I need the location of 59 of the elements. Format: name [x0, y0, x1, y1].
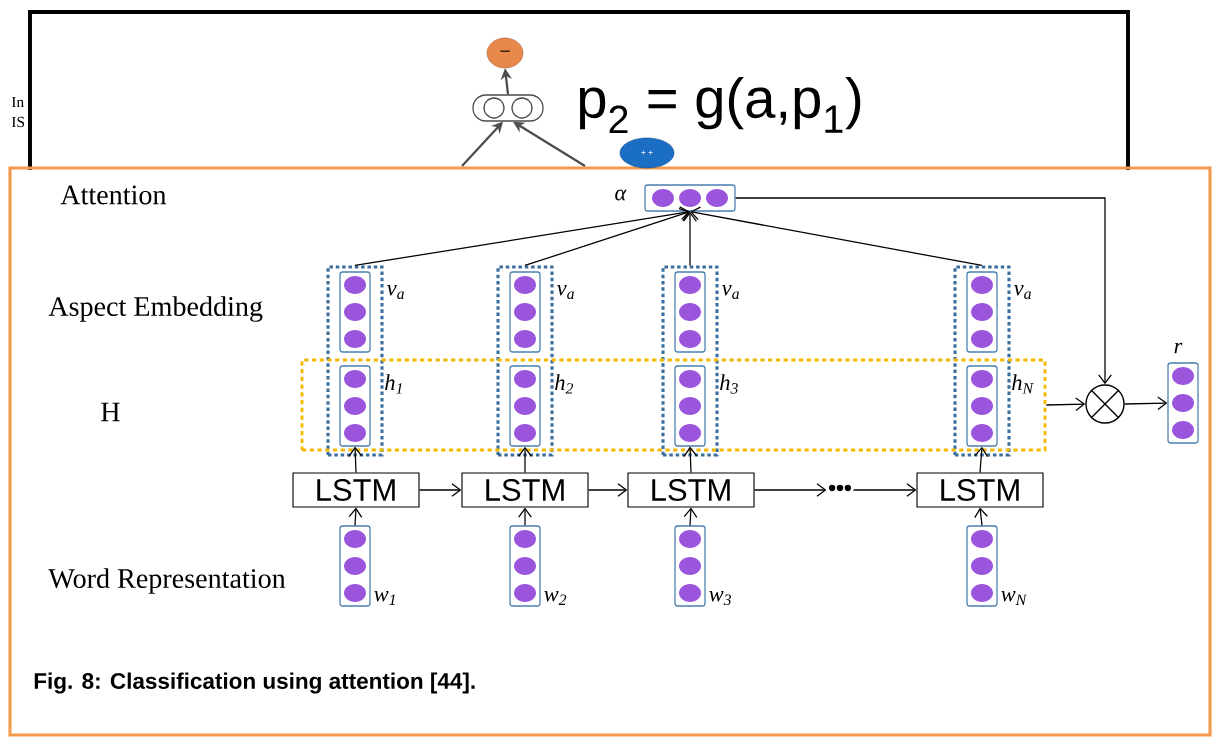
vector-label: α [615, 189, 627, 201]
arrow [974, 446, 989, 474]
vector-label: w$_{3}$ [709, 590, 731, 606]
arrow [735, 197, 1112, 385]
hidden-layer [472, 94, 544, 122]
vector-label: v$_{a}$ [387, 284, 404, 300]
vector-label: h$_{3}$ [720, 374, 738, 394]
arrow [354, 206, 690, 267]
vector [674, 365, 706, 447]
input-node: + + [619, 137, 675, 169]
arrow [683, 446, 698, 474]
vector [339, 365, 371, 447]
arrow [690, 206, 983, 267]
arrow [753, 483, 827, 497]
arrow [348, 446, 363, 474]
arrow [974, 507, 988, 526]
ellipsis: ••• [828, 484, 852, 492]
lstm-cell: LSTM [461, 472, 589, 508]
dotted-group [326, 265, 384, 457]
arrow [518, 507, 532, 526]
row-label: Word Representation [48, 568, 286, 594]
vector-label: v$_{a}$ [557, 284, 574, 300]
dotted-group [953, 265, 1011, 457]
vector-label: w$_{2}$ [544, 591, 567, 605]
output-node: – [486, 37, 524, 69]
arrow [518, 446, 532, 474]
vector-label: v$_{a}$ [722, 284, 739, 300]
row-label: Aspect Embedding [48, 296, 263, 322]
arrow [1045, 397, 1086, 412]
lstm-cell: LSTM [916, 472, 1044, 508]
row-label: H [101, 402, 120, 422]
lstm-cell: LSTM [627, 472, 755, 508]
vector-label: w$_{1}$ [374, 591, 395, 605]
dotted-group [661, 265, 719, 457]
arrow [1124, 396, 1168, 411]
row-label: Attention [60, 185, 167, 205]
text-fragment: IS [11, 116, 25, 128]
vector-label: r [1174, 342, 1183, 354]
vector-label: w$_{N}$ [1001, 591, 1027, 605]
vector-label: v$_{a}$ [1014, 284, 1031, 300]
arrow [524, 207, 690, 267]
arrow [852, 483, 917, 497]
arrow [683, 211, 697, 267]
vector-label: h$_{2}$ [555, 374, 574, 394]
vector-label: h$_{N}$ [1012, 374, 1034, 394]
multiply-operator [1085, 384, 1125, 424]
formula: p$_{2}$ = g(a,p$_{1}$) [579, 76, 861, 134]
vector-label: h$_{1}$ [385, 374, 402, 394]
dotted-group [496, 265, 554, 457]
caption: Fig. 8: Classification using attention [44]. [34, 672, 475, 694]
arrow [418, 483, 462, 497]
text-fragment: In [11, 96, 24, 108]
arrow [587, 483, 628, 497]
arrow [348, 507, 363, 526]
dotted-region [300, 358, 1047, 452]
vector [509, 365, 541, 447]
vector [966, 365, 998, 447]
lstm-cell: LSTM [292, 472, 420, 508]
arrow [683, 507, 698, 526]
